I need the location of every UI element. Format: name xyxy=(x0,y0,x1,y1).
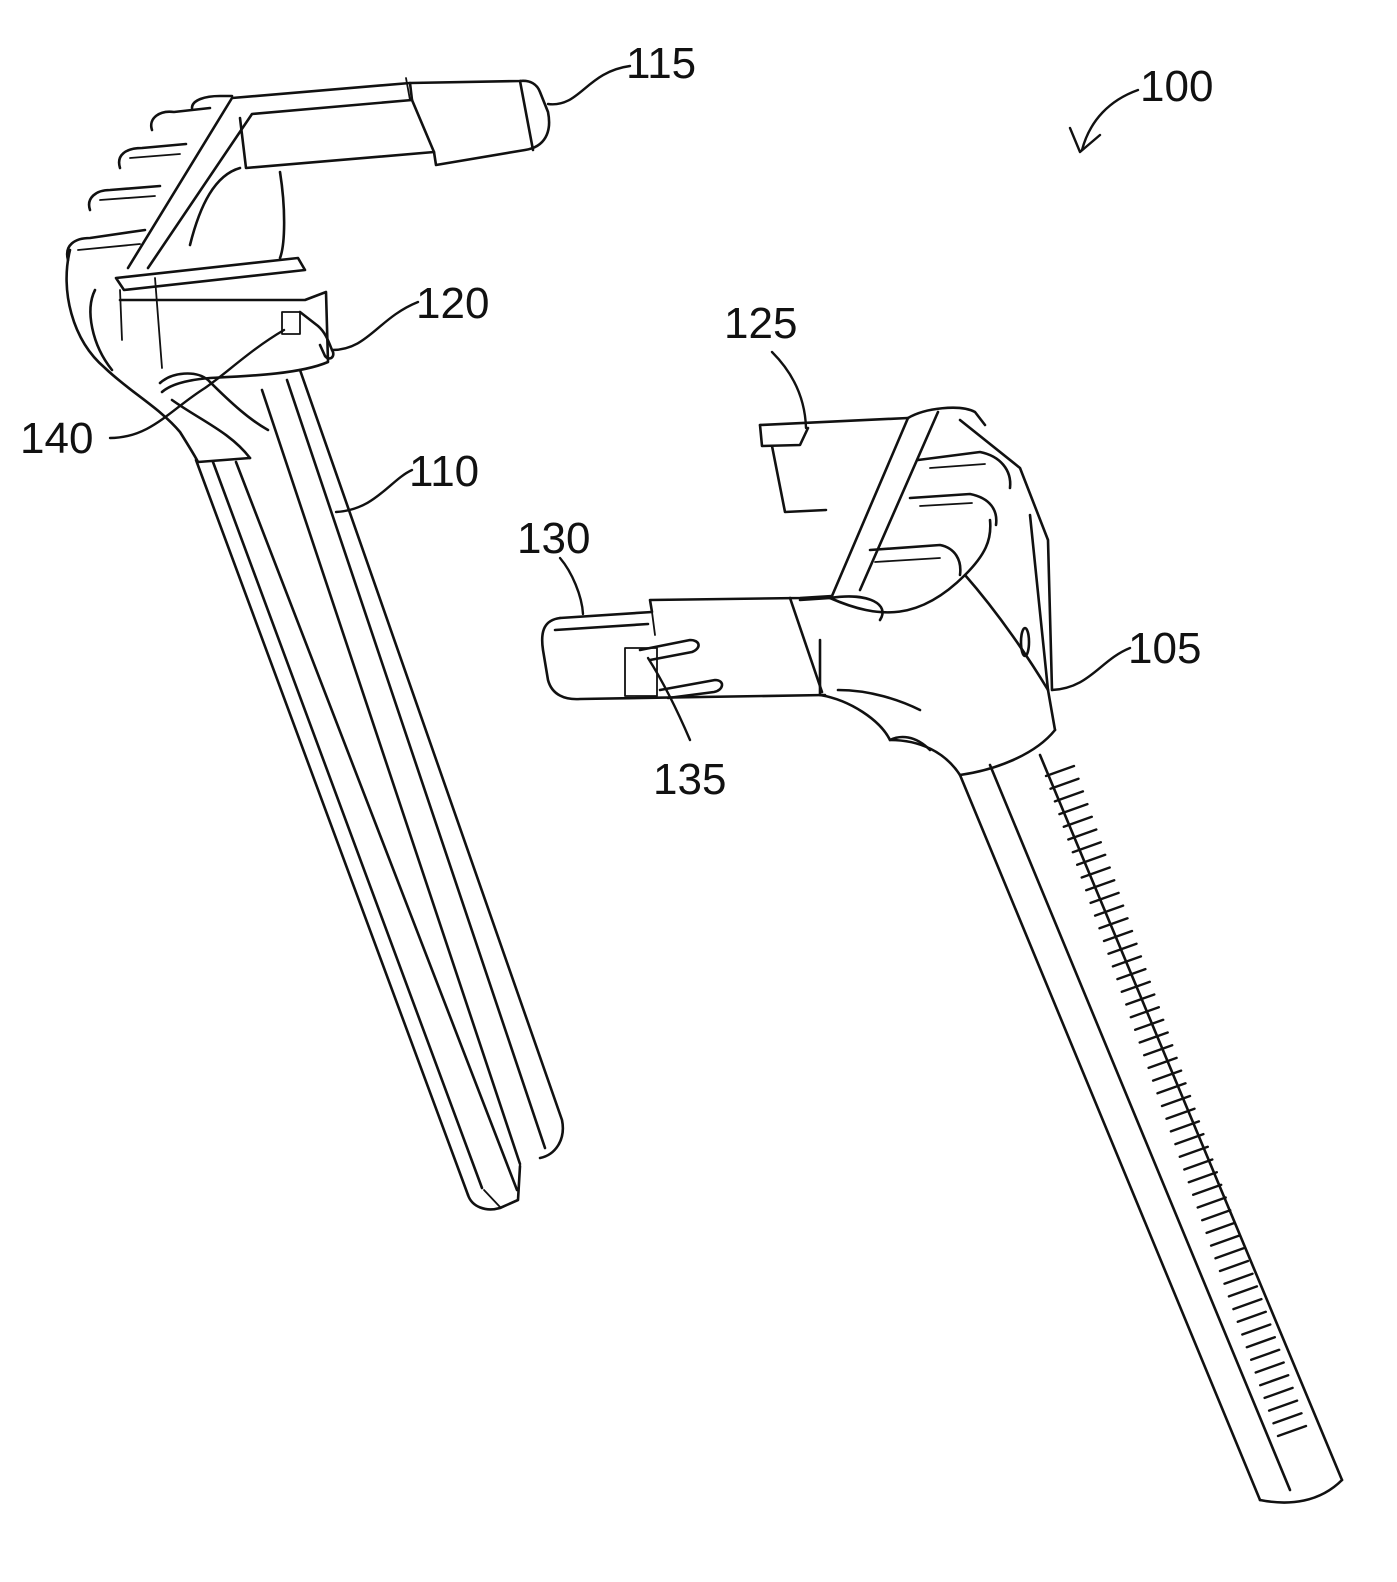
ratchet-tooth xyxy=(1251,1350,1279,1360)
leader-115 xyxy=(548,66,630,104)
ratchet-tooth xyxy=(1055,791,1083,801)
leader-125 xyxy=(772,352,806,428)
ratchet-tooth xyxy=(1256,1363,1284,1373)
ratchet-tooth xyxy=(1140,1033,1168,1043)
ratchet-tooth xyxy=(1184,1160,1212,1170)
ratchet-tooth xyxy=(1144,1045,1172,1055)
leader-105 xyxy=(1052,648,1130,690)
right-blade-head xyxy=(542,408,1052,775)
left-blade-110 xyxy=(67,78,563,1209)
right-blade-105 xyxy=(542,408,1342,1503)
ratchet-tooth xyxy=(1180,1147,1208,1157)
label-120: 120 xyxy=(416,279,489,328)
ratchet-tooth xyxy=(1211,1236,1239,1246)
ratchet-tooth xyxy=(1046,766,1074,776)
ratchet-tooth xyxy=(1095,906,1123,916)
ratchet-tooth xyxy=(1269,1401,1297,1411)
label-130: 130 xyxy=(517,514,590,563)
ratchet-tooth xyxy=(1189,1172,1217,1182)
arrow-100 xyxy=(1070,90,1138,152)
ratchet-tooth xyxy=(1207,1223,1235,1233)
ratchet-tooth xyxy=(1149,1058,1177,1068)
ratchet-tooth xyxy=(1220,1261,1248,1271)
ratchet-tooth xyxy=(1082,868,1110,878)
ratchet-tooth xyxy=(1202,1210,1230,1220)
left-blade-head xyxy=(67,78,550,462)
ratchet-tooth xyxy=(1100,918,1128,928)
leader-130 xyxy=(560,558,583,614)
ratchet-tooth xyxy=(1233,1299,1261,1309)
ratchet-tooth xyxy=(1238,1312,1266,1322)
leader-120 xyxy=(332,302,418,350)
ratchet-tooth xyxy=(1242,1325,1270,1335)
ratchet-tooth xyxy=(1153,1071,1181,1081)
label-125: 125 xyxy=(724,299,797,348)
ratchet-tooth xyxy=(1229,1286,1257,1296)
ratchet-tooth xyxy=(1086,880,1114,890)
label-100: 100 xyxy=(1140,62,1213,111)
ratchet-tooth xyxy=(1051,779,1079,789)
label-140: 140 xyxy=(20,414,93,463)
ratchet-tooth xyxy=(1274,1413,1302,1423)
label-105: 105 xyxy=(1128,624,1201,673)
ratchet-tooth xyxy=(1278,1426,1306,1436)
label-135: 135 xyxy=(653,755,726,804)
ratchet-tooth xyxy=(1247,1337,1275,1347)
ratchet-tooth xyxy=(1135,1020,1163,1030)
ratchet-tooth xyxy=(1216,1248,1244,1258)
ratchet-tooth xyxy=(1225,1274,1253,1284)
label-115: 115 xyxy=(626,39,696,88)
leader-140 xyxy=(110,330,284,438)
ratchet-tooth xyxy=(1265,1388,1293,1398)
ratchet-teeth xyxy=(1046,766,1306,1436)
ratchet-tooth xyxy=(1198,1198,1226,1208)
ratchet-tooth xyxy=(1193,1185,1221,1195)
ratchet-tooth xyxy=(1091,893,1119,903)
label-110: 110 xyxy=(409,447,479,496)
ratchet-tooth xyxy=(1260,1375,1288,1385)
